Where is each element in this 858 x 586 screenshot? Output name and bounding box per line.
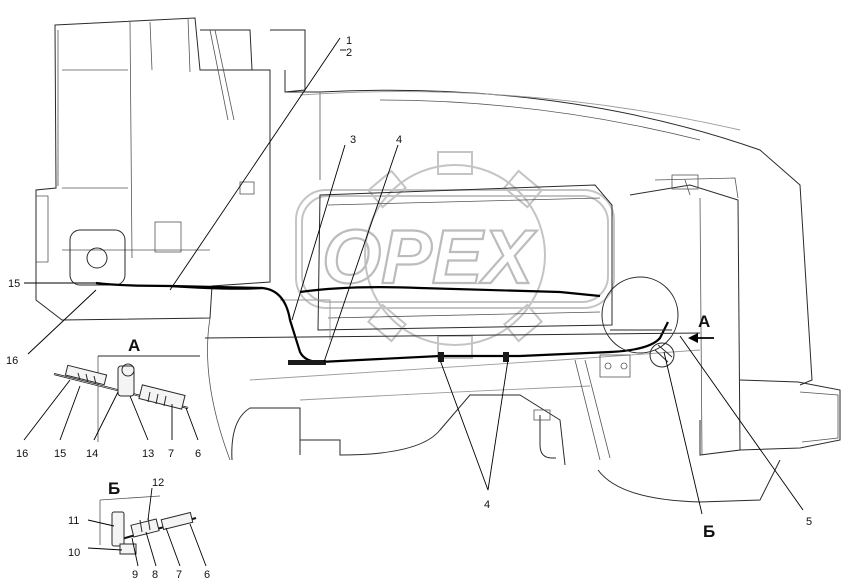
callout-15: 15 bbox=[54, 448, 66, 460]
callout-4: 4 bbox=[484, 499, 490, 511]
callout-6: 6 bbox=[195, 448, 201, 460]
cable-clamp bbox=[438, 352, 444, 362]
callout-7: 7 bbox=[168, 448, 174, 460]
callout-7: 7 bbox=[176, 569, 182, 581]
wiring-harness bbox=[95, 281, 701, 365]
callout-1: 1 bbox=[346, 35, 352, 47]
callout-10: 10 bbox=[68, 547, 80, 559]
callout-12: 12 bbox=[152, 477, 164, 489]
callout-11: 11 bbox=[68, 515, 79, 527]
view-labels: А А Б Б bbox=[108, 312, 715, 541]
view-a-arrow bbox=[688, 333, 714, 343]
callout-16: 16 bbox=[16, 448, 28, 460]
callout-9: 9 bbox=[132, 569, 138, 581]
callout-13: 13 bbox=[142, 448, 154, 460]
watermark-logo: OPEX bbox=[295, 151, 615, 359]
detail-view-b bbox=[87, 487, 207, 567]
view-title-b: Б bbox=[108, 479, 120, 498]
callout-8: 8 bbox=[152, 569, 158, 581]
callout-2: 2 bbox=[346, 47, 352, 59]
callout-6: 6 bbox=[204, 569, 210, 581]
callout-labels: 1 2 3 4 4 5 15 16 16 15 14 13 7 6 12 11 … bbox=[6, 35, 812, 581]
leader-lines bbox=[24, 37, 804, 515]
callout-4: 4 bbox=[396, 134, 402, 146]
fuel-tank-fitting bbox=[599, 276, 679, 378]
cable-clamp bbox=[288, 360, 326, 365]
callout-5: 5 bbox=[806, 516, 812, 528]
tractor-body-outline bbox=[35, 17, 841, 503]
view-label-a: А bbox=[698, 312, 710, 331]
cable-clamp bbox=[503, 352, 509, 362]
callout-15: 15 bbox=[8, 278, 20, 290]
callout-14: 14 bbox=[86, 448, 98, 460]
detail-view-a bbox=[23, 355, 200, 442]
callout-3: 3 bbox=[350, 134, 356, 146]
view-title-a: А bbox=[128, 336, 140, 355]
callout-16: 16 bbox=[6, 355, 18, 367]
view-label-b: Б bbox=[703, 522, 715, 541]
